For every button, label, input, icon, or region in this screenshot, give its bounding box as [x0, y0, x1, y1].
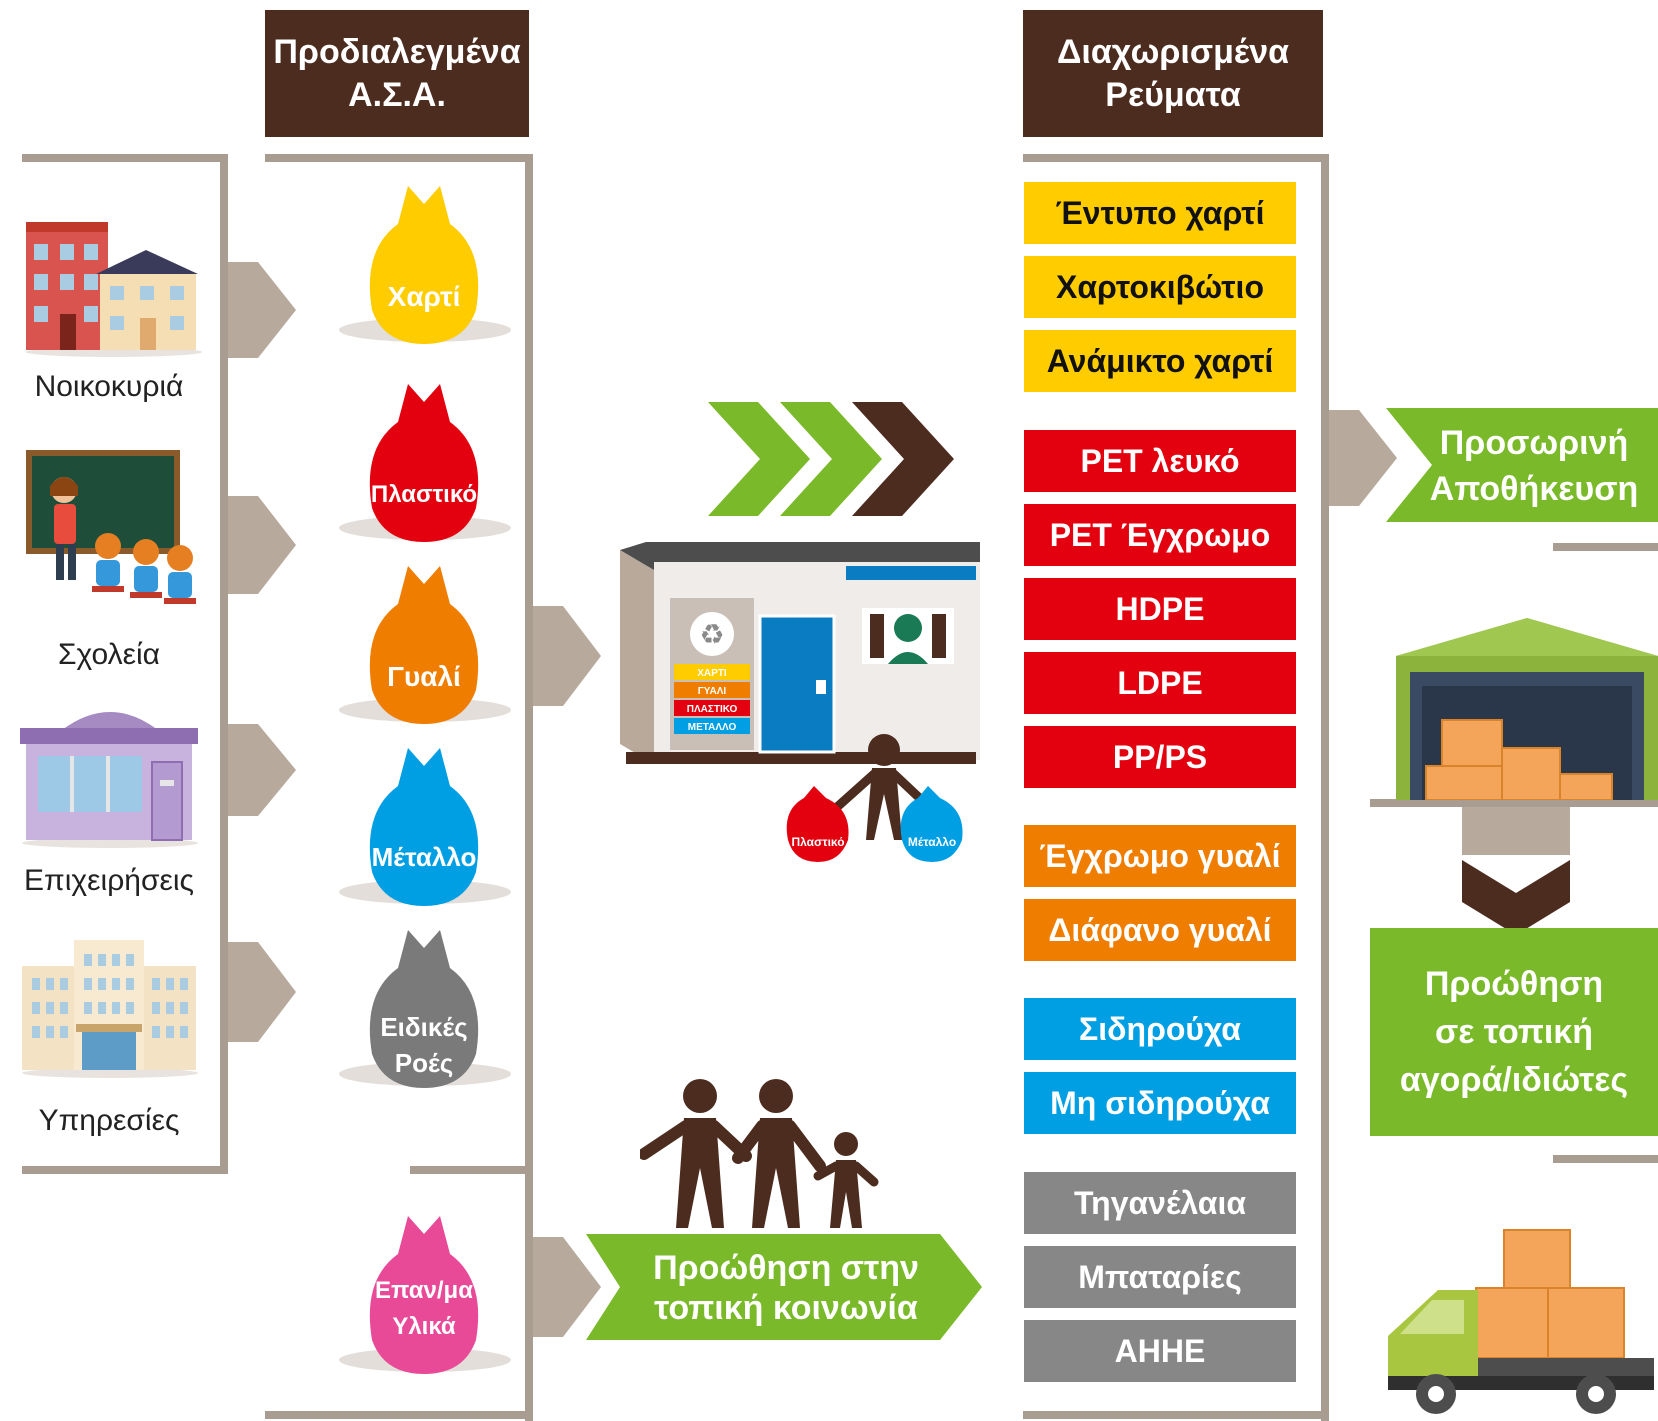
market-underline — [1553, 1155, 1658, 1163]
bags-frame-bottom — [265, 1411, 533, 1419]
stream-item: ΑΗΗΕ — [1024, 1320, 1296, 1382]
arrow-bags-kiosk — [533, 606, 601, 706]
arrow-warehouse-down — [1462, 807, 1570, 855]
bag-paper — [369, 186, 479, 344]
header-separated-streams: Διαχωρισμένα Ρεύματα — [1023, 10, 1323, 137]
streams-frame-right — [1321, 154, 1329, 1421]
stream-item: Σιδηρούχα — [1024, 998, 1296, 1060]
arrow-bags-community — [533, 1237, 601, 1337]
stream-item: PET λευκό — [1024, 430, 1296, 492]
office-building-icon — [22, 940, 198, 1078]
stream-item: Μπαταρίες — [1024, 1246, 1296, 1308]
arrow-streams-storage — [1329, 410, 1397, 506]
person-bag-metal — [900, 786, 963, 862]
outcome-temporary-storage: Προσωρινή Αποθήκευση — [1429, 424, 1639, 508]
arrow-sources-1 — [228, 262, 296, 358]
bag-label-metal: Μέταλλο — [372, 842, 477, 872]
bag-glass — [369, 566, 479, 724]
stream-item: Ανάμικτο χαρτί — [1024, 330, 1296, 392]
bags-frame-right — [525, 154, 533, 1421]
sources-frame-right — [220, 154, 228, 1174]
header-preselected: Προδιαλεγμένα Α.Σ.Α. — [265, 10, 529, 137]
houses-icon — [26, 222, 202, 357]
warehouse-icon — [1396, 618, 1658, 800]
outcome-community: Προώθηση στην τοπική κοινωνία — [653, 1249, 919, 1327]
bag-label-glass: Γυαλί — [387, 661, 461, 692]
source-label-schools: Σχολεία — [58, 638, 160, 671]
bag-metal — [369, 748, 479, 906]
streams-frame-bottom — [1023, 1411, 1329, 1419]
stream-item: HDPE — [1024, 578, 1296, 640]
source-label-businesses: Επιχειρήσεις — [24, 864, 194, 897]
chevron-green-1 — [708, 402, 810, 516]
arrow-sources-4 — [228, 942, 296, 1042]
recycling-kiosk: ♻ ΧΑΡΤΙ ΓΥΑΛΙ ΠΛΑΣΤΙΚΟ ΜΕΤΑΛΛΟ Πλαστικό … — [620, 542, 980, 862]
stream-item: PP/PS — [1024, 726, 1296, 788]
shop-icon — [20, 712, 198, 848]
warehouse-shelf — [1370, 799, 1658, 807]
stream-item: LDPE — [1024, 652, 1296, 714]
chevron-down-brown — [1462, 860, 1570, 935]
stream-item: Έγχρωμο γυαλί — [1024, 825, 1296, 887]
bag-plastic — [369, 384, 479, 542]
community-arrow — [586, 1234, 982, 1340]
storage-arrow — [1386, 408, 1658, 522]
svg-text:Μέταλλο: Μέταλλο — [908, 835, 956, 849]
source-label-services: Υπηρεσίες — [38, 1104, 180, 1137]
recycle-icon: ♻ — [699, 618, 724, 651]
stream-item: PET Έγχρωμο — [1024, 504, 1296, 566]
outcome-local-market: Προώθηση σε τοπική αγορά/ιδιώτες — [1370, 928, 1658, 1136]
chevron-brown-3 — [852, 402, 954, 516]
storage-underline — [1553, 543, 1658, 551]
arrow-sources-2 — [228, 496, 296, 594]
sources-frame-top — [22, 154, 228, 162]
stream-item: Χαρτοκιβώτιο — [1024, 256, 1296, 318]
panel-item-glass: ΓΥΑΛΙ — [698, 686, 727, 697]
source-label-households: Νοικοκυριά — [34, 370, 184, 403]
stream-item: Τηγανέλαια — [1024, 1172, 1296, 1234]
stream-item: Έντυπο χαρτί — [1024, 182, 1296, 244]
panel-item-paper: ΧΑΡΤΙ — [697, 668, 727, 679]
svg-text:Πλαστικό: Πλαστικό — [791, 835, 844, 849]
bag-label-paper: Χαρτί — [388, 281, 461, 312]
stream-item: Μη σιδηρούχα — [1024, 1072, 1296, 1134]
chevron-green-2 — [780, 402, 882, 516]
bags-frame-mid — [410, 1166, 533, 1174]
stream-item: Διάφανο γυαλί — [1024, 899, 1296, 961]
family-icon — [640, 1079, 879, 1228]
sources-frame-bottom — [22, 1166, 228, 1174]
panel-item-metal: ΜΕΤΑΛΛΟ — [688, 722, 737, 733]
bags-frame-top — [265, 154, 533, 162]
arrow-sources-3 — [228, 724, 296, 816]
streams-frame-top — [1023, 154, 1329, 162]
delivery-truck-icon — [1388, 1229, 1654, 1414]
bag-label-plastic: Πλαστικό — [371, 481, 477, 508]
person-bag-plastic — [786, 786, 849, 862]
panel-item-plastic: ΠΛΑΣΤΙΚΟ — [687, 704, 738, 715]
classroom-icon — [26, 450, 196, 604]
